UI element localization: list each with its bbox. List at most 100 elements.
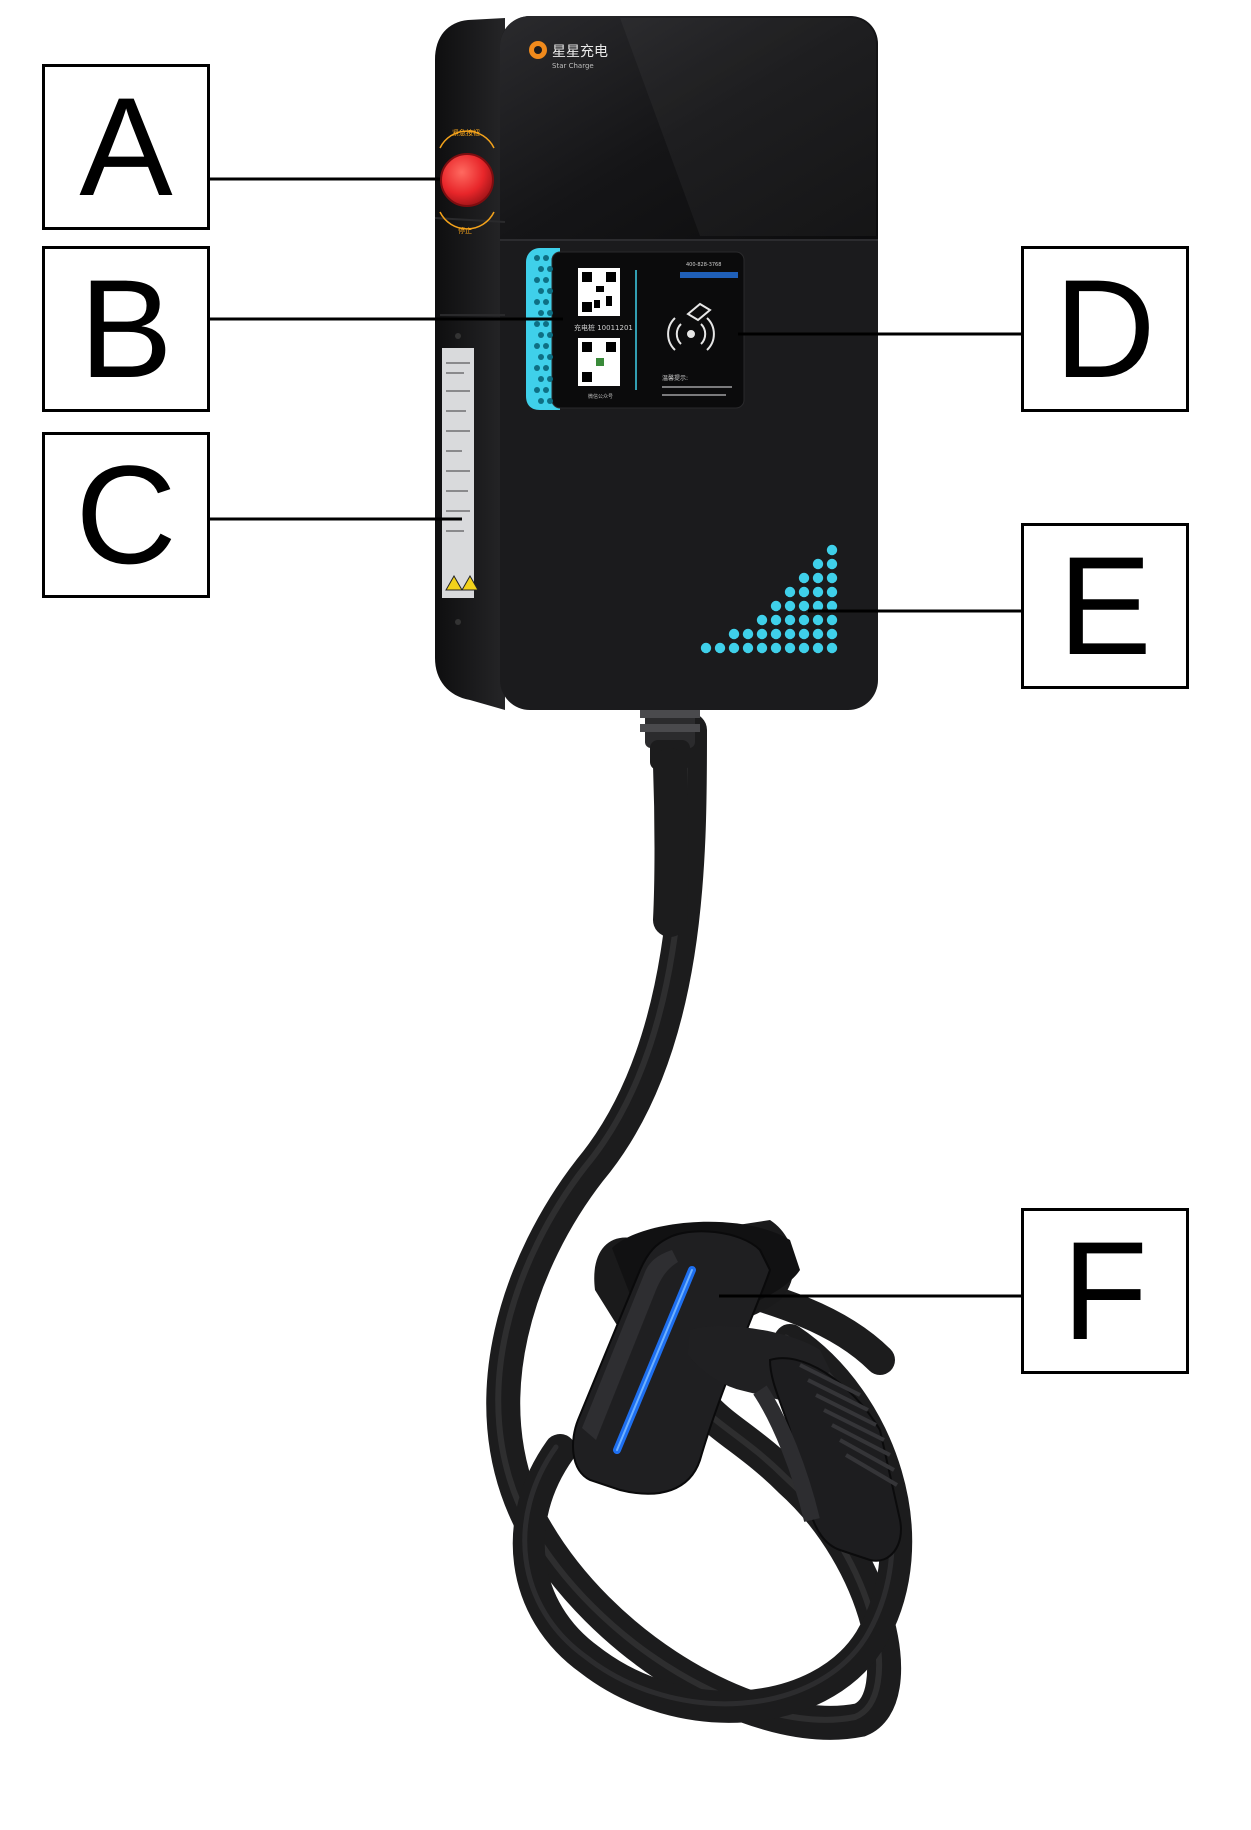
callout-c: C	[42, 432, 210, 598]
led-dot	[770, 600, 782, 612]
led-dot	[812, 642, 824, 654]
panel-strip-dot	[543, 321, 549, 327]
led-dot	[826, 572, 838, 584]
callout-a: A	[42, 64, 210, 230]
panel-strip-dot	[538, 398, 544, 404]
panel-strip-dot	[547, 266, 553, 272]
panel-strip-dot	[547, 288, 553, 294]
led-dot	[798, 600, 810, 612]
panel-strip-dot	[538, 354, 544, 360]
led-dot	[826, 614, 838, 626]
led-dot	[798, 586, 810, 598]
qr-code-icon	[578, 268, 620, 316]
info-panel: 充电桩 10011201 微信公众号 400-828-3768 温馨提示:	[526, 248, 745, 410]
panel-strip-dot	[547, 398, 553, 404]
led-dot	[826, 628, 838, 640]
led-dot	[812, 614, 824, 626]
charger-code: 充电桩 10011201	[574, 323, 633, 332]
led-dot	[798, 628, 810, 640]
brand-name-en: Star Charge	[552, 62, 594, 70]
button-label-bottom: 停止	[458, 226, 472, 235]
panel-strip-dot	[538, 376, 544, 382]
panel-strip-dot	[543, 365, 549, 371]
led-indicator	[534, 255, 838, 654]
panel-strip-dot	[534, 255, 540, 261]
led-dot	[742, 628, 754, 640]
led-dot	[728, 628, 740, 640]
led-dot	[784, 642, 796, 654]
side-nameplate	[442, 333, 479, 625]
panel-strip-dot	[547, 376, 553, 382]
led-dot	[826, 600, 838, 612]
qr-caption: 微信公众号	[588, 393, 613, 400]
panel-strip-dot	[534, 277, 540, 283]
panel-strip-dot	[547, 332, 553, 338]
emergency-stop-button: 紧急按钮 停止	[439, 128, 495, 235]
led-dot	[784, 600, 796, 612]
led-dot	[812, 586, 824, 598]
panel-strip-dot	[538, 288, 544, 294]
led-dot	[756, 614, 768, 626]
callout-d: D	[1021, 246, 1189, 412]
led-dot	[784, 628, 796, 640]
led-dot	[812, 628, 824, 640]
callout-f-label: F	[1062, 1212, 1148, 1369]
panel-strip-dot	[534, 299, 540, 305]
led-dot	[798, 572, 810, 584]
notice-title: 温馨提示:	[662, 374, 688, 382]
panel-strip-dot	[543, 343, 549, 349]
panel-strip-dot	[543, 277, 549, 283]
led-dot	[826, 586, 838, 598]
service-hotline: 400-828-3768	[686, 262, 721, 268]
led-dot	[770, 614, 782, 626]
led-dot	[826, 642, 838, 654]
callout-e-label: E	[1058, 527, 1152, 684]
callout-d-label: D	[1054, 250, 1156, 407]
brand-name-cn: 星星充电	[552, 44, 608, 60]
callout-e: E	[1021, 523, 1189, 689]
panel-strip-dot	[543, 299, 549, 305]
qr-code-icon	[578, 338, 620, 386]
callout-c-label: C	[75, 436, 177, 593]
callout-b-label: B	[79, 250, 173, 407]
callout-leaders	[207, 177, 1024, 1298]
panel-strip-dot	[534, 387, 540, 393]
panel-strip-dot	[534, 365, 540, 371]
led-dot	[812, 558, 824, 570]
panel-strip-dot	[538, 332, 544, 338]
callout-f: F	[1021, 1208, 1189, 1374]
led-dot	[784, 614, 796, 626]
button-label-top: 紧急按钮	[452, 128, 480, 137]
led-dot	[700, 642, 712, 654]
panel-strip-dot	[547, 354, 553, 360]
rfid-card-icon	[667, 302, 715, 351]
led-dot	[728, 642, 740, 654]
brand-logo: 星星充电 Star Charge	[529, 41, 608, 70]
panel-strip-dot	[534, 343, 540, 349]
led-dot	[798, 642, 810, 654]
callout-a-label: A	[79, 68, 173, 225]
led-dot	[742, 642, 754, 654]
led-dot	[798, 614, 810, 626]
warning-icon	[445, 574, 463, 591]
callout-b: B	[42, 246, 210, 412]
led-dot	[770, 628, 782, 640]
led-dot	[826, 558, 838, 570]
led-dot	[826, 544, 838, 556]
led-dot	[756, 628, 768, 640]
warning-icon	[461, 574, 479, 591]
charging-connector	[688, 1326, 902, 1562]
panel-strip-dot	[538, 266, 544, 272]
panel-strip-dot	[543, 255, 549, 261]
panel-strip-dot	[534, 321, 540, 327]
panel-strip-dot	[538, 310, 544, 316]
panel-strip-dot	[543, 387, 549, 393]
led-dot	[714, 642, 726, 654]
panel-strip-dot	[547, 310, 553, 316]
led-dot	[756, 642, 768, 654]
led-dot	[784, 586, 796, 598]
led-dot	[812, 600, 824, 612]
led-dot	[770, 642, 782, 654]
led-dot	[812, 572, 824, 584]
